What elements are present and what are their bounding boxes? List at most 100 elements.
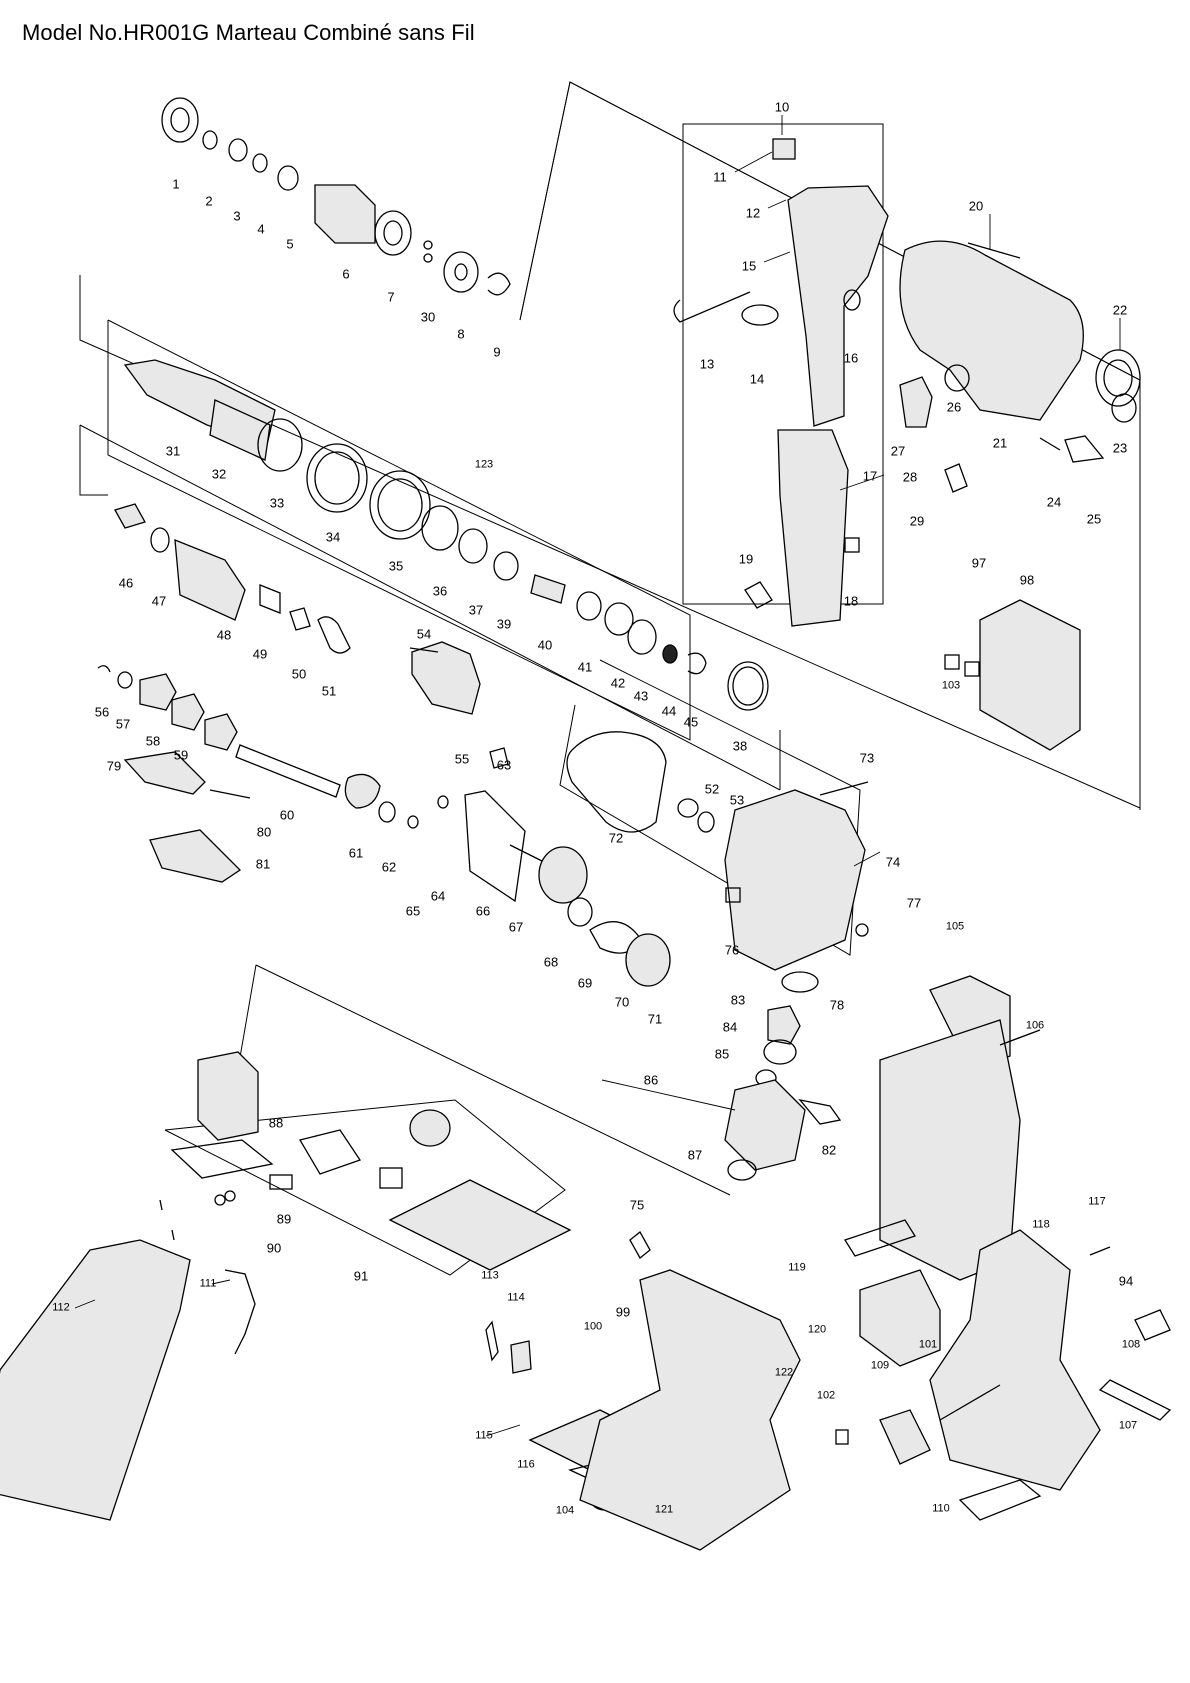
part-label-109: 109 [870,1359,890,1372]
part-label-31: 31 [165,443,181,459]
part-label-17: 17 [862,468,878,484]
part-label-22: 22 [1112,302,1128,318]
part-label-60: 60 [279,807,295,823]
part-label-18: 18 [843,593,859,609]
part-label-63: 63 [496,757,512,773]
part-label-49: 49 [252,646,268,662]
part-label-38: 38 [732,738,748,754]
part-label-54: 54 [416,626,432,642]
part-label-27: 27 [890,443,906,459]
part-label-7: 7 [387,289,395,305]
part-label-59: 59 [173,747,189,763]
part-label-8: 8 [457,326,465,342]
part-label-26: 26 [946,399,962,415]
part-label-121: 121 [654,1503,674,1516]
part-label-68: 68 [543,954,559,970]
part-label-32: 32 [211,466,227,482]
part-label-1: 1 [172,176,180,192]
part-label-99: 99 [615,1304,631,1320]
part-label-45: 45 [683,714,699,730]
part-label-55: 55 [454,751,470,767]
part-label-66: 66 [475,903,491,919]
part-label-76: 76 [724,942,740,958]
part-label-77: 77 [906,895,922,911]
part-label-12: 12 [745,205,761,221]
part-label-51: 51 [321,683,337,699]
part-label-71: 71 [647,1011,663,1027]
part-label-89: 89 [276,1211,292,1227]
part-label-90: 90 [266,1240,282,1256]
part-label-29: 29 [909,513,925,529]
part-label-107: 107 [1118,1419,1138,1432]
part-label-42: 42 [610,675,626,691]
part-label-46: 46 [118,575,134,591]
part-label-102: 102 [816,1389,836,1402]
part-label-81: 81 [255,856,271,872]
part-label-48: 48 [216,627,232,643]
part-label-6: 6 [342,266,350,282]
part-label-119: 119 [788,1261,806,1274]
part-label-2: 2 [205,193,213,209]
part-label-16: 16 [843,350,859,366]
part-label-105: 105 [945,920,965,933]
part-label-67: 67 [508,919,524,935]
part-label-21: 21 [992,435,1008,451]
part-label-39: 39 [496,616,512,632]
part-label-3: 3 [233,208,241,224]
part-drawings [0,97,1172,1551]
part-label-47: 47 [151,593,167,609]
part-label-97: 97 [971,555,987,571]
part-label-35: 35 [388,558,404,574]
part-label-116: 116 [517,1458,535,1471]
part-label-53: 53 [729,792,745,808]
part-label-113: 113 [481,1269,499,1282]
part-label-43: 43 [633,688,649,704]
part-label-61: 61 [348,845,364,861]
part-label-50: 50 [291,666,307,682]
part-label-70: 70 [614,994,630,1010]
part-label-23: 23 [1112,440,1128,456]
part-label-36: 36 [432,583,448,599]
part-label-80: 80 [256,824,272,840]
part-label-117: 117 [1088,1195,1106,1208]
part-label-19: 19 [738,551,754,567]
part-label-112: 112 [52,1301,70,1314]
part-label-75: 75 [629,1197,645,1213]
part-label-94: 94 [1118,1273,1134,1289]
part-label-110: 110 [932,1502,950,1515]
part-label-11: 11 [713,169,727,185]
part-label-69: 69 [577,975,593,991]
part-label-13: 13 [699,356,715,372]
part-label-106: 106 [1025,1019,1045,1032]
part-label-34: 34 [325,529,341,545]
part-label-104: 104 [555,1504,575,1517]
part-label-74: 74 [885,854,901,870]
part-label-73: 73 [859,750,875,766]
part-label-58: 58 [145,733,161,749]
part-label-122: 122 [774,1366,794,1379]
part-label-85: 85 [714,1046,730,1062]
part-label-37: 37 [468,602,484,618]
part-label-88: 88 [268,1115,284,1131]
part-label-24: 24 [1046,494,1062,510]
part-label-28: 28 [902,469,918,485]
part-label-10: 10 [774,99,790,115]
part-label-72: 72 [608,830,624,846]
part-label-103: 103 [941,679,961,692]
part-label-65: 65 [405,903,421,919]
part-label-78: 78 [829,997,845,1013]
part-label-98: 98 [1019,572,1035,588]
part-label-100: 100 [583,1320,603,1333]
part-label-123: 123 [474,458,494,471]
part-label-62: 62 [381,859,397,875]
part-label-15: 15 [741,258,757,274]
leader-lines [74,115,1121,1437]
part-label-52: 52 [704,781,720,797]
part-label-44: 44 [661,703,677,719]
part-label-120: 120 [807,1323,827,1336]
part-label-9: 9 [493,344,501,360]
part-label-14: 14 [749,371,765,387]
part-label-101: 101 [918,1338,938,1351]
part-label-5: 5 [286,236,294,252]
